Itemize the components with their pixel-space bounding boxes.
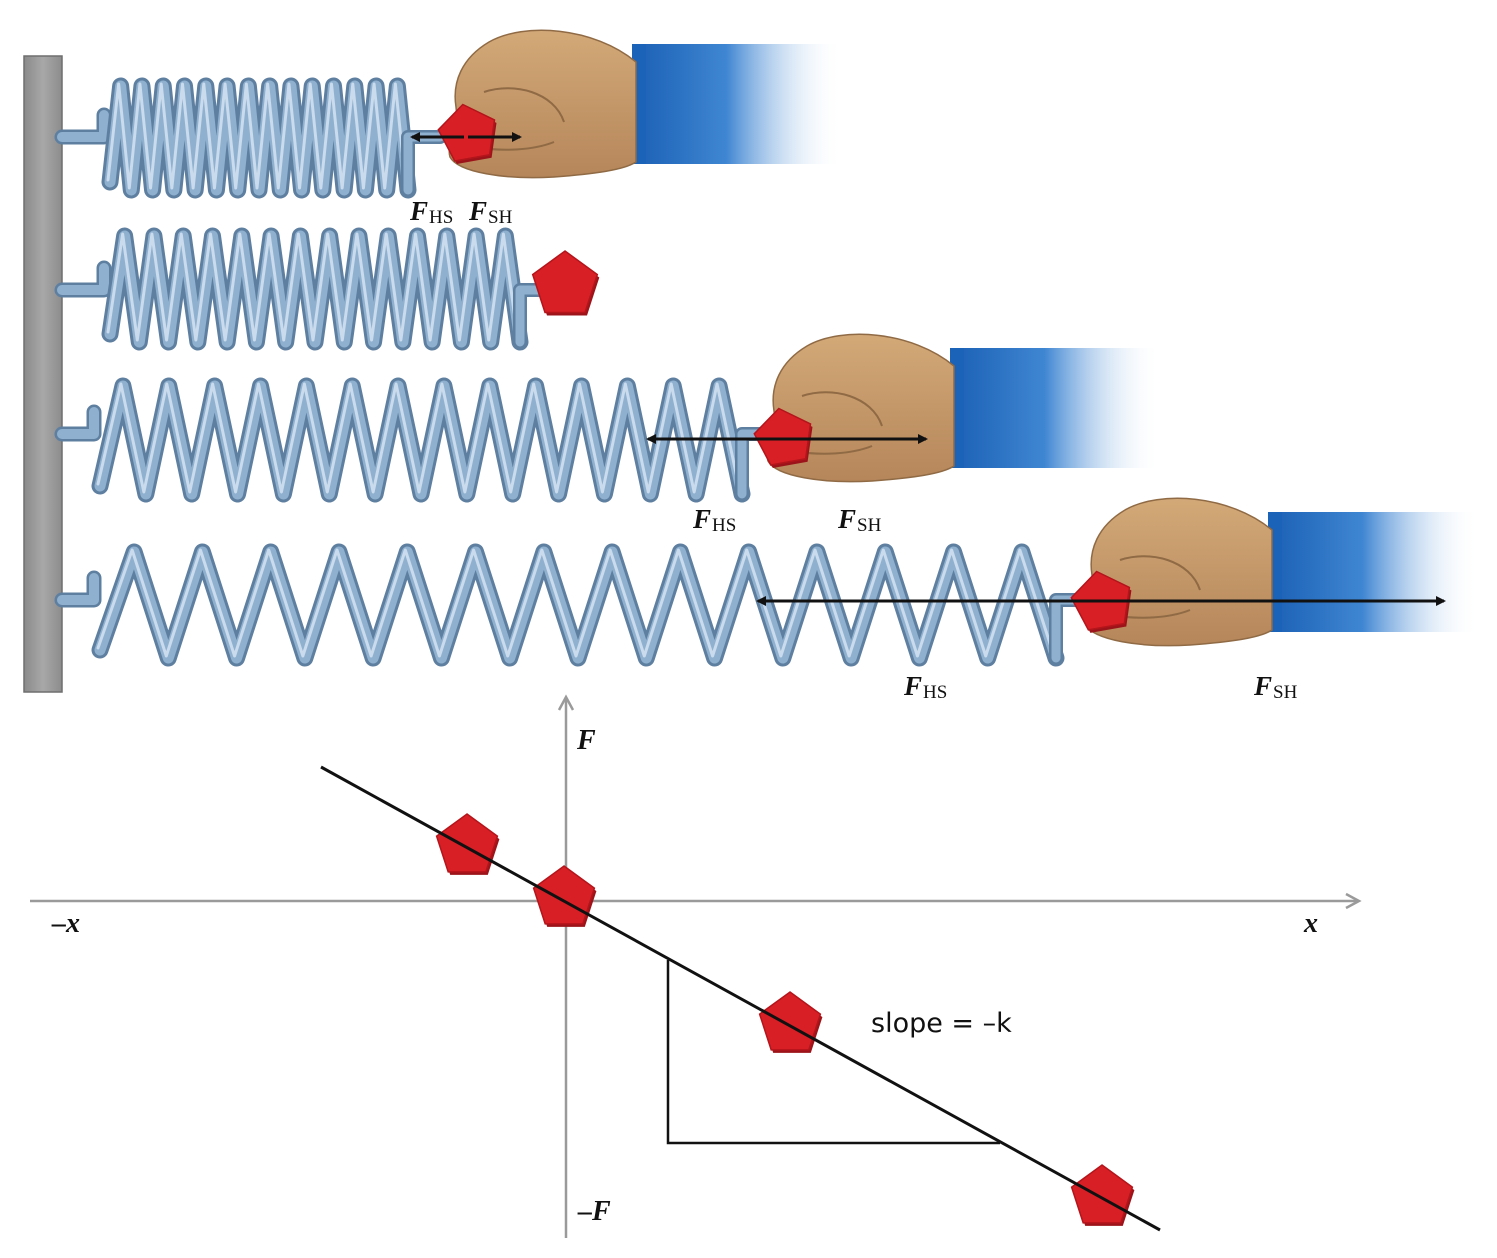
graph-blocks-layer [435, 813, 1135, 1226]
spring-coil [104, 230, 526, 348]
graph-block-1 [435, 813, 500, 875]
graph-block-4-body [1070, 1164, 1134, 1224]
hand-4-finger-crease [1119, 555, 1201, 591]
spring-block-3-body [753, 407, 812, 466]
graph-block-2 [532, 865, 597, 927]
x-axis-negative-label: –x [52, 908, 80, 939]
spring-coil-highlight [96, 382, 742, 494]
graph-block-3 [758, 991, 823, 1053]
spring-stub-left-light [57, 263, 109, 295]
blocks-layer [437, 103, 1132, 633]
wall [23, 55, 63, 693]
spring-block-2-body [531, 250, 599, 314]
spring-stub-left-light [57, 407, 99, 439]
spring-stub-left-light [57, 573, 99, 605]
hand-3 [766, 333, 1160, 483]
hand-3-sleeve [950, 348, 1160, 468]
graph-block-2-body [532, 865, 596, 925]
force-arrows-layer [410, 132, 1446, 606]
spring-coil-highlight [106, 82, 408, 190]
fit-line [320, 765, 1161, 1232]
spring-stub-left-light [57, 110, 109, 142]
spring-block-1-body [437, 103, 496, 162]
spring-1 [54, 77, 447, 199]
y-axis-negative-label: –F [578, 1196, 611, 1227]
slope-triangle [666, 960, 1000, 1145]
hand-4 [1084, 497, 1478, 647]
spring-coil-highlight [106, 232, 520, 342]
slope-label: slope = –k [871, 1008, 1012, 1039]
graph-block-1-body [435, 813, 499, 873]
spring-2 [54, 227, 547, 351]
x-axis-label: x [1304, 908, 1318, 939]
spring-coil [94, 380, 748, 500]
spring-stub-right [401, 130, 447, 197]
force-label-hs-3: FHS [693, 504, 737, 536]
y-axis-label: F [577, 725, 596, 756]
hand-1-sleeve [632, 44, 842, 164]
spring-block-2 [531, 250, 600, 316]
hand-4-sleeve [1268, 512, 1478, 632]
graph-block-4 [1070, 1164, 1135, 1226]
hand-1 [448, 29, 842, 179]
graph-block-3-body [758, 991, 822, 1051]
spring-4 [54, 543, 1093, 667]
spring-coil [104, 80, 414, 196]
force-label-hs-1: FHS [410, 196, 454, 228]
force-label-hs-4: FHS [904, 671, 948, 703]
spring-coil-highlight [96, 548, 1056, 658]
force-label-sh-3: FSH [838, 504, 882, 536]
hand-1-finger-crease [483, 87, 565, 123]
force-label-sh-1: FSH [469, 196, 513, 228]
hand-3-finger-crease [801, 391, 883, 427]
spring-stub-right-light [515, 285, 545, 347]
force-label-sh-4: FSH [1254, 671, 1298, 703]
